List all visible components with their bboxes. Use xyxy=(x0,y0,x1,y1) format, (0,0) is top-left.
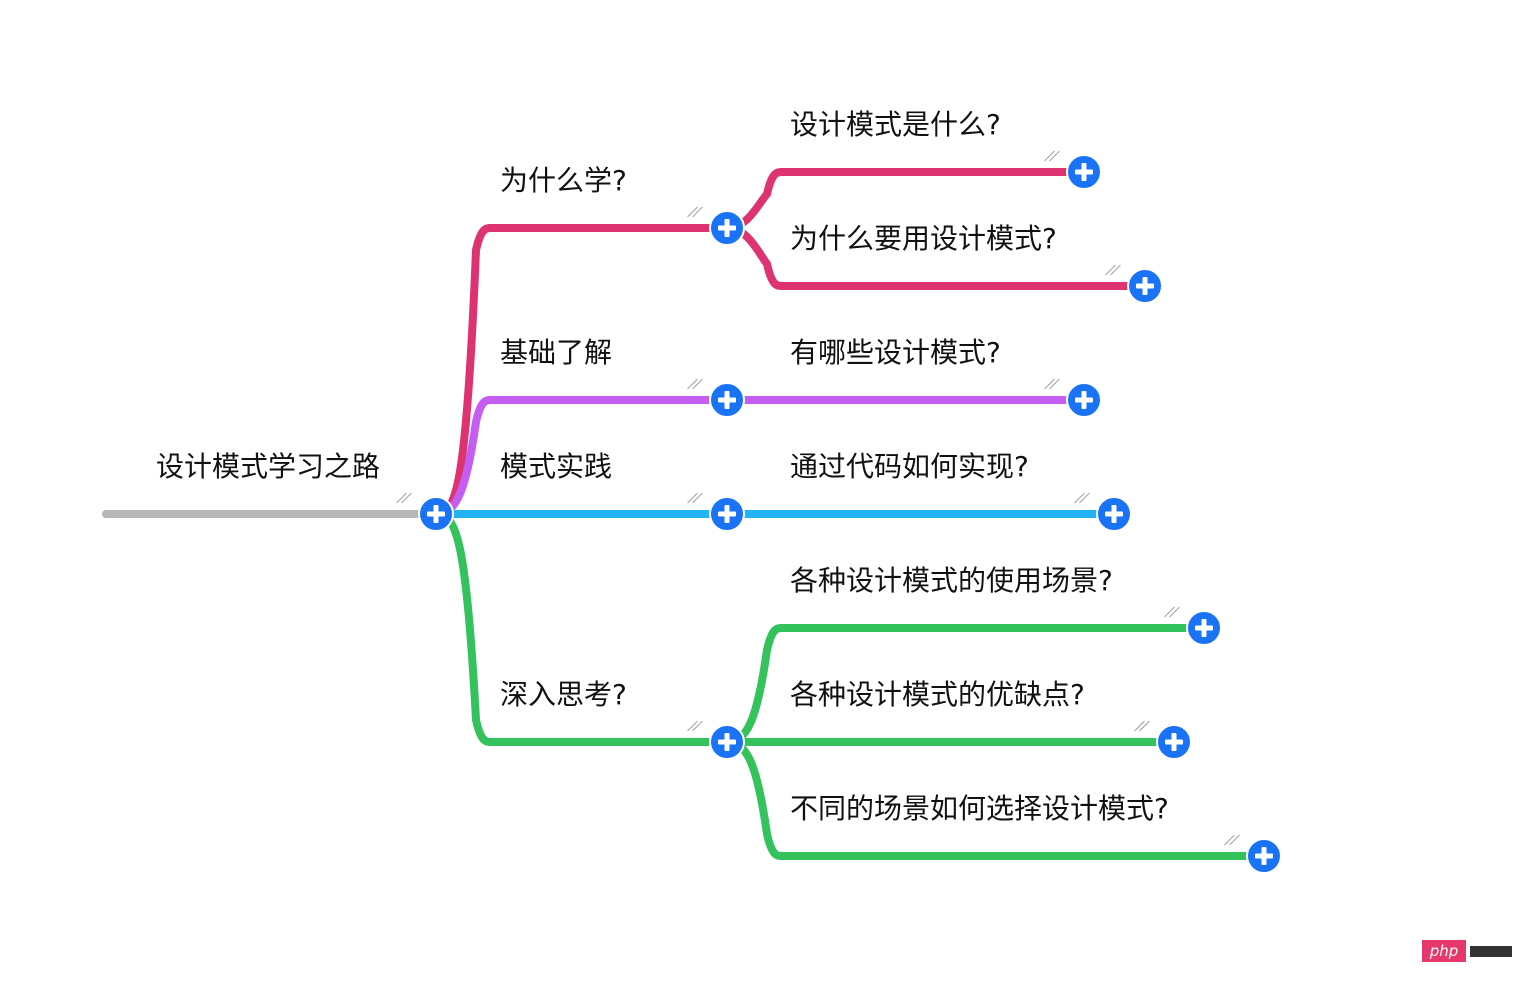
plus-circle-icon[interactable] xyxy=(1066,154,1102,190)
leaf-node-label[interactable]: 不同的场景如何选择设计模式? xyxy=(790,792,1169,825)
drag-handle-icon[interactable] xyxy=(1136,720,1150,732)
drag-handle-icon[interactable] xyxy=(1226,834,1240,846)
drag-handle-icon[interactable] xyxy=(689,378,703,390)
plus-circle-icon[interactable] xyxy=(1127,268,1163,304)
watermark-logo: php xyxy=(1422,940,1466,962)
plus-circle-icon[interactable] xyxy=(1156,724,1192,760)
plus-circle-icon[interactable] xyxy=(709,210,745,246)
plus-circle-icon[interactable] xyxy=(418,496,454,532)
plus-circle-icon[interactable] xyxy=(709,382,745,418)
watermark-bar xyxy=(1470,946,1512,957)
drag-handle-icon[interactable] xyxy=(1076,492,1090,504)
leaf-node-label[interactable]: 有哪些设计模式? xyxy=(790,336,1001,369)
edge-leaf-0-0 xyxy=(723,168,1088,232)
leaf-node-label[interactable]: 为什么要用设计模式? xyxy=(790,222,1057,255)
leaf-node-label[interactable]: 各种设计模式的优缺点? xyxy=(790,678,1085,711)
leaf-node-label[interactable]: 各种设计模式的使用场景? xyxy=(790,564,1113,597)
root-node-label[interactable]: 设计模式学习之路 xyxy=(156,450,381,483)
branch-node-label[interactable]: 为什么学? xyxy=(500,164,627,197)
drag-handle-icon[interactable] xyxy=(1166,606,1180,618)
plus-circle-icon[interactable] xyxy=(1066,382,1102,418)
drag-handle-icon[interactable] xyxy=(1046,378,1060,390)
plus-circle-icon[interactable] xyxy=(709,496,745,532)
branch-node-label[interactable]: 深入思考? xyxy=(500,678,627,711)
branch-node-label[interactable]: 模式实践 xyxy=(500,450,613,483)
drag-handle-icon[interactable] xyxy=(689,492,703,504)
plus-circle-icon[interactable] xyxy=(1246,838,1282,874)
drag-handle-icon[interactable] xyxy=(689,720,703,732)
drag-handle-icon[interactable] xyxy=(1046,150,1060,162)
branch-node-label[interactable]: 基础了解 xyxy=(500,336,613,369)
plus-circle-icon[interactable] xyxy=(1096,496,1132,532)
plus-circle-icon[interactable] xyxy=(709,724,745,760)
drag-handle-icon[interactable] xyxy=(1107,264,1121,276)
drag-handle-icon[interactable] xyxy=(689,206,703,218)
leaf-node-label[interactable]: 设计模式是什么? xyxy=(790,108,1001,141)
drag-handle-icon[interactable] xyxy=(398,492,412,504)
plus-circle-icon[interactable] xyxy=(1186,610,1222,646)
leaf-node-label[interactable]: 通过代码如何实现? xyxy=(790,450,1029,483)
